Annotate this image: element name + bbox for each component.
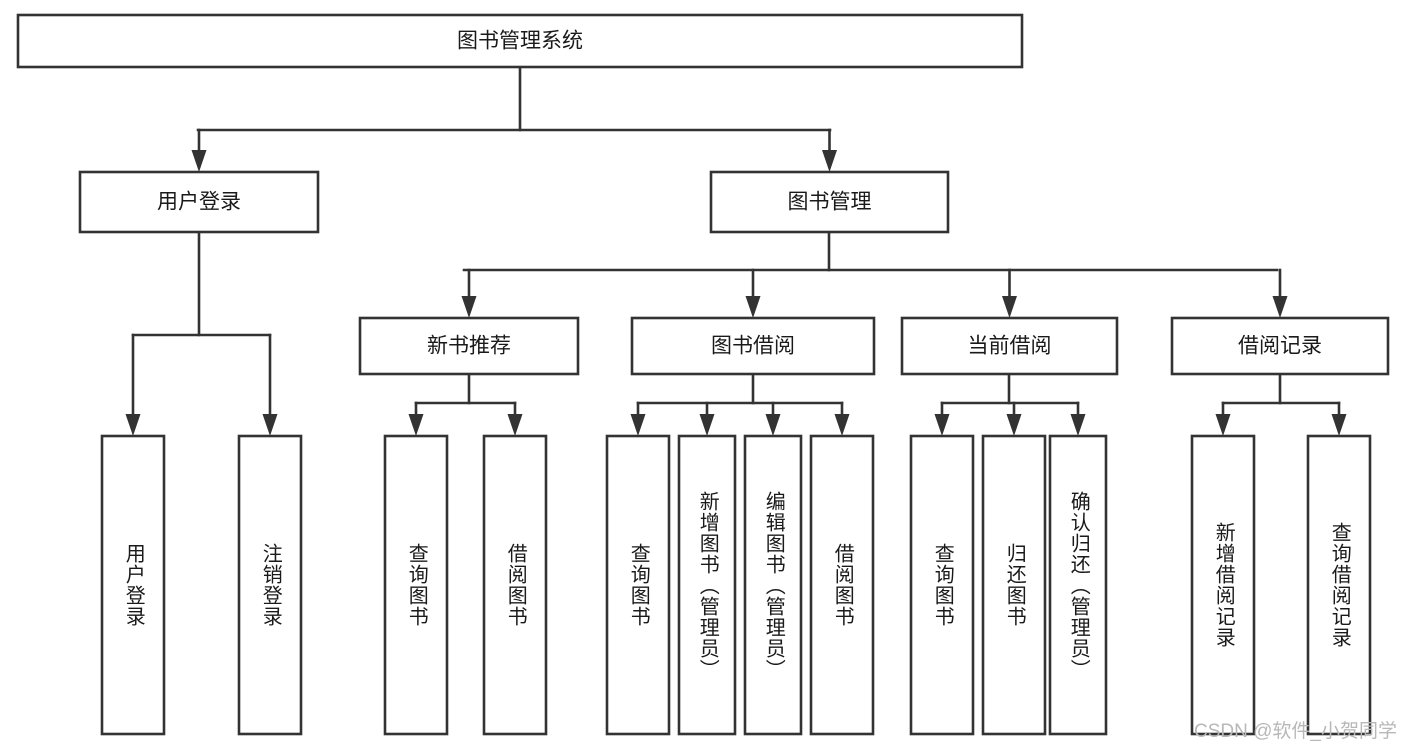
node-label-leaf-confirm-return: 确认归还（管理员） (1067, 490, 1090, 680)
node-label-leaf-query-record: 查询借阅记录 (1328, 522, 1351, 648)
arrow-head-icon (408, 414, 424, 436)
node-box-new-book-rec[interactable] (358, 316, 580, 376)
node-label-book-borrow: 图书借阅 (711, 335, 795, 358)
node-label-current-borrow: 当前借阅 (968, 335, 1052, 358)
arrow-head-icon (1002, 296, 1017, 318)
node-label-root: 图书管理系统 (457, 30, 583, 53)
node-label-leaf-user-login: 用户登录 (122, 543, 145, 627)
boxes-layer (16, 13, 1390, 736)
arrow-head-icon (822, 150, 837, 172)
node-box-leaf-edit-book[interactable] (743, 434, 803, 736)
node-label-leaf-user-logout: 注销登录 (259, 543, 282, 627)
node-label-leaf-return-book: 归还图书 (1003, 543, 1026, 627)
arrow-head-icon (1006, 414, 1022, 436)
node-box-leaf-borrow-book-bb[interactable] (809, 434, 875, 736)
arrow-head-icon (630, 414, 646, 436)
connectors-layer (125, 65, 1347, 436)
node-label-book-manage: 图书管理 (788, 191, 872, 214)
node-box-root[interactable] (16, 13, 1024, 69)
arrow-head-icon (461, 296, 477, 318)
node-box-leaf-borrow-book-rec[interactable] (482, 434, 548, 736)
node-label-borrow-record: 借阅记录 (1238, 335, 1322, 358)
arrow-head-icon (834, 414, 850, 436)
node-label-new-book-rec: 新书推荐 (427, 335, 511, 358)
arrow-head-icon (699, 414, 715, 436)
watermark-text: CSDN @软件_小贺同学 (1194, 721, 1397, 742)
node-box-borrow-record[interactable] (1170, 316, 1390, 376)
node-box-leaf-user-login[interactable] (100, 434, 166, 736)
node-box-leaf-query-record[interactable] (1306, 434, 1372, 736)
arrow-head-icon (1070, 414, 1086, 436)
node-label-leaf-edit-book: 编辑图书（管理员） (762, 490, 785, 680)
node-box-leaf-add-book[interactable] (677, 434, 737, 736)
arrow-head-icon (125, 414, 141, 436)
node-box-leaf-query-book-rec[interactable] (383, 434, 449, 736)
node-label-leaf-query-book-rec: 查询图书 (405, 543, 428, 627)
node-box-user-login[interactable] (78, 170, 320, 234)
node-label-leaf-add-record: 新增借阅记录 (1212, 522, 1235, 648)
node-box-leaf-query-book-cb[interactable] (909, 434, 975, 736)
node-label-leaf-query-book-bb: 查询图书 (627, 543, 650, 627)
node-box-current-borrow[interactable] (900, 316, 1119, 376)
arrow-head-icon (765, 414, 781, 436)
arrow-head-icon (507, 414, 523, 436)
node-label-leaf-borrow-book-bb: 借阅图书 (831, 543, 854, 627)
node-label-user-login: 用户登录 (157, 191, 241, 214)
arrow-head-icon (1272, 296, 1288, 318)
arrow-head-icon (191, 150, 207, 172)
arrow-head-icon (745, 296, 761, 318)
node-box-book-manage[interactable] (709, 170, 950, 234)
arrow-head-icon (262, 414, 278, 436)
node-box-leaf-user-logout[interactable] (237, 434, 303, 736)
node-box-leaf-query-book-bb[interactable] (605, 434, 671, 736)
node-box-leaf-confirm-return[interactable] (1048, 434, 1108, 736)
node-box-leaf-add-record[interactable] (1190, 434, 1256, 736)
node-label-leaf-borrow-book-rec: 借阅图书 (504, 543, 527, 627)
node-box-leaf-return-book[interactable] (981, 434, 1047, 736)
arrow-head-icon (1331, 414, 1347, 436)
arrow-head-icon (934, 414, 950, 436)
node-label-leaf-query-book-cb: 查询图书 (931, 543, 954, 627)
node-label-leaf-add-book: 新增图书（管理员） (696, 490, 719, 680)
node-box-book-borrow[interactable] (630, 316, 876, 376)
arrow-head-icon (1215, 414, 1231, 436)
